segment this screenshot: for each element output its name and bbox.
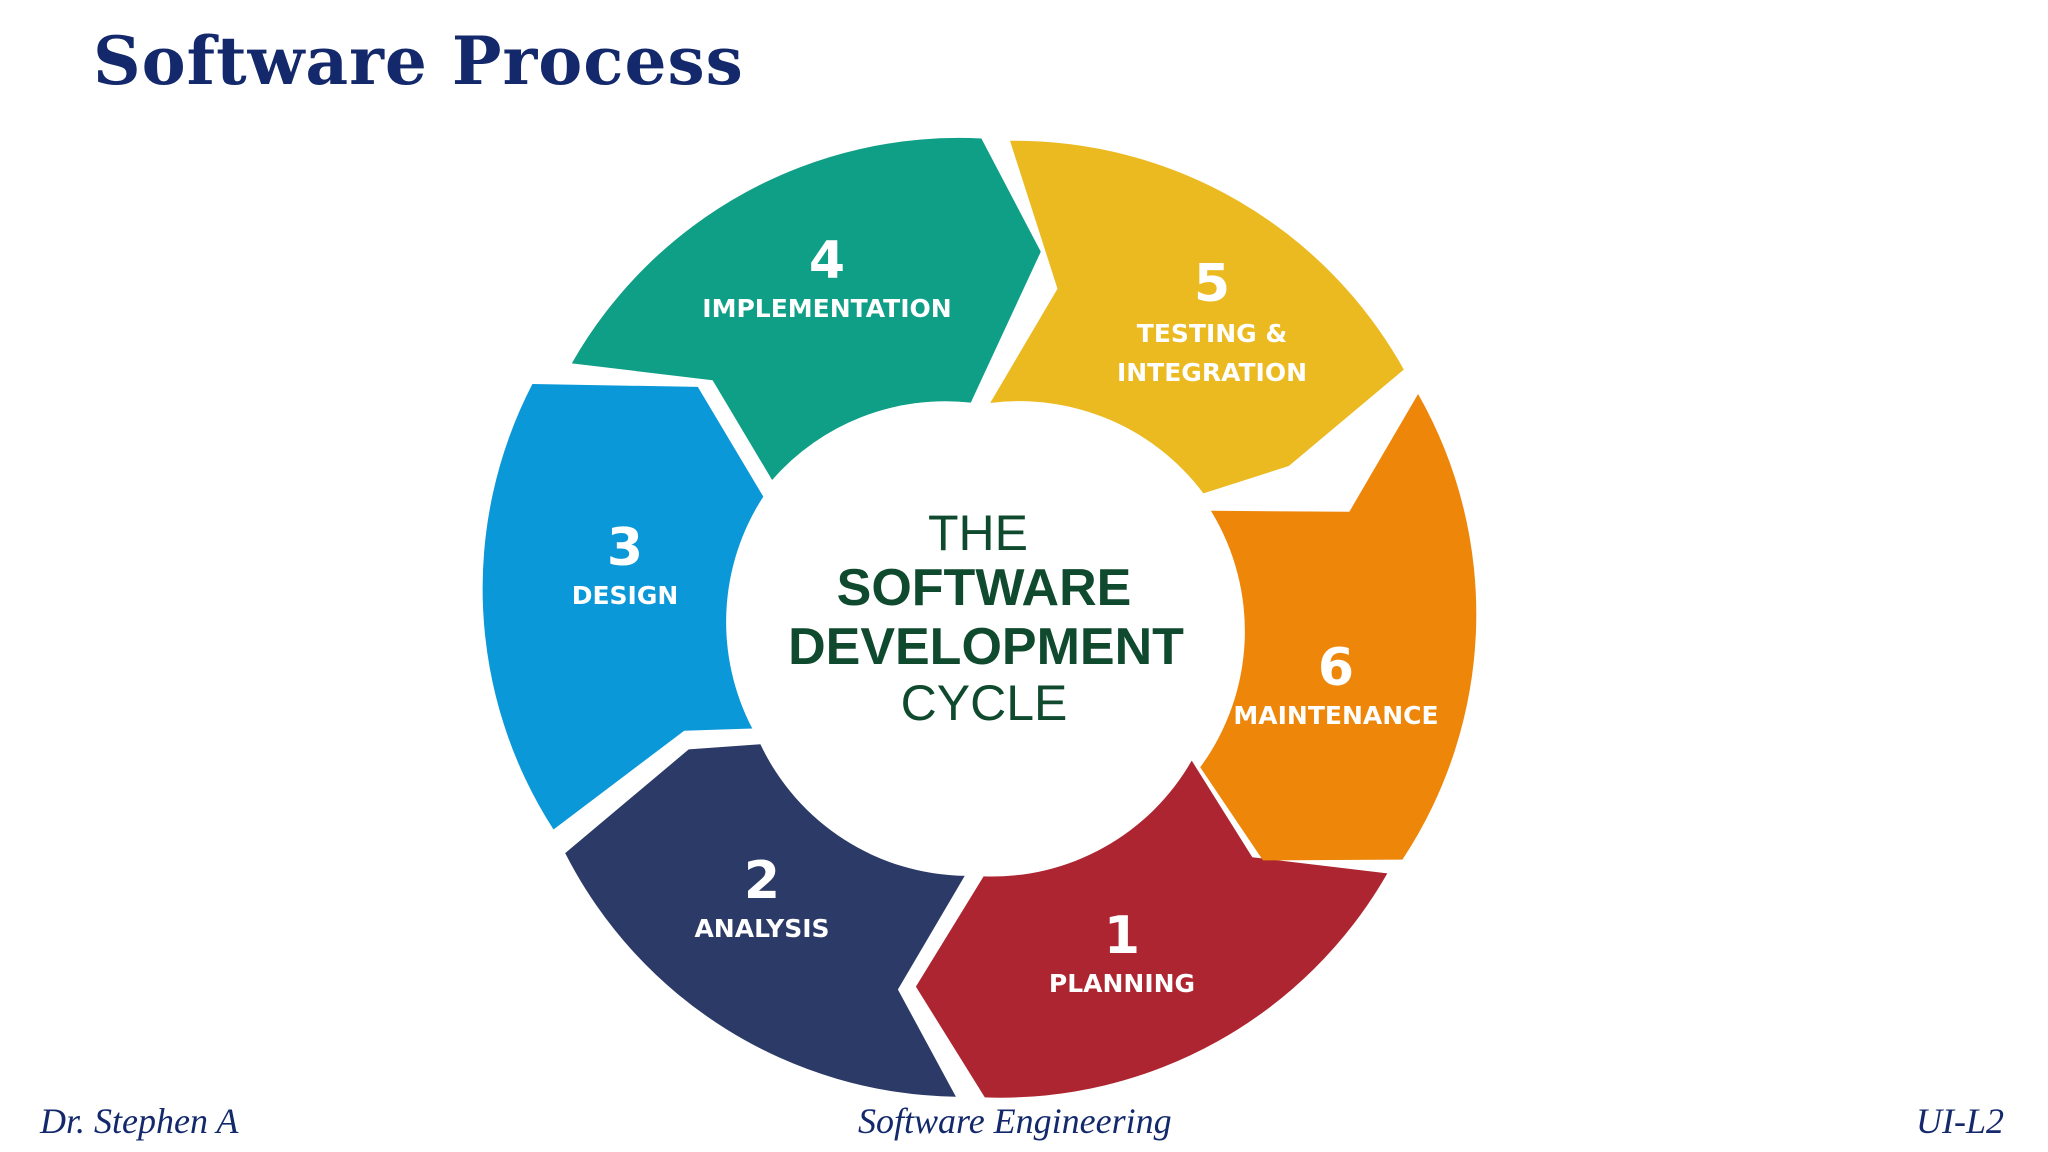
center-title-line3: DEVELOPMENT <box>788 618 1184 676</box>
stage-planning: 1 PLANNING <box>915 760 1388 1098</box>
footer-author: Dr. Stephen A <box>40 1101 239 1141</box>
stage-planning-segment <box>915 760 1388 1098</box>
center-title-line4: CYCLE <box>901 675 1068 731</box>
slide-title: Software Process <box>93 22 744 100</box>
footer-course: Software Engineering <box>858 1101 1172 1141</box>
stage-planning-number: 1 <box>1104 906 1140 966</box>
stage-design-number: 3 <box>607 518 643 578</box>
stage-design-label: DESIGN <box>572 581 679 610</box>
center-title-line1: THE <box>928 505 1028 561</box>
stage-testing-integration: 5 TESTING & INTEGRATION <box>990 140 1404 494</box>
stage-planning-label: PLANNING <box>1049 969 1195 998</box>
stage-implementation-segment <box>571 137 1041 480</box>
stage-testing-integration-number: 5 <box>1194 254 1230 314</box>
center-title: THE SOFTWARE DEVELOPMENT CYCLE <box>788 505 1184 731</box>
footer-slide-id: UI-L2 <box>1916 1101 2004 1141</box>
stage-design: 3 DESIGN <box>482 384 764 830</box>
stage-testing-integration-label-line2: INTEGRATION <box>1117 358 1307 387</box>
stage-implementation-number: 4 <box>809 231 845 291</box>
stage-maintenance-segment <box>1200 394 1477 861</box>
stage-design-segment <box>482 384 764 830</box>
stage-analysis-number: 2 <box>744 851 780 911</box>
stage-implementation-label: IMPLEMENTATION <box>702 294 951 323</box>
stage-testing-integration-segment <box>990 140 1404 494</box>
stage-analysis-segment <box>565 744 965 1097</box>
stage-testing-integration-label-line1: TESTING & <box>1137 319 1287 348</box>
center-title-line2: SOFTWARE <box>837 559 1132 617</box>
stage-implementation: 4 IMPLEMENTATION <box>571 137 1041 480</box>
stage-maintenance-number: 6 <box>1318 638 1354 698</box>
stage-analysis: 2 ANALYSIS <box>565 744 965 1097</box>
stage-maintenance-label: MAINTENANCE <box>1233 701 1438 730</box>
stage-maintenance: 6 MAINTENANCE <box>1200 394 1477 861</box>
stage-analysis-label: ANALYSIS <box>694 914 829 943</box>
